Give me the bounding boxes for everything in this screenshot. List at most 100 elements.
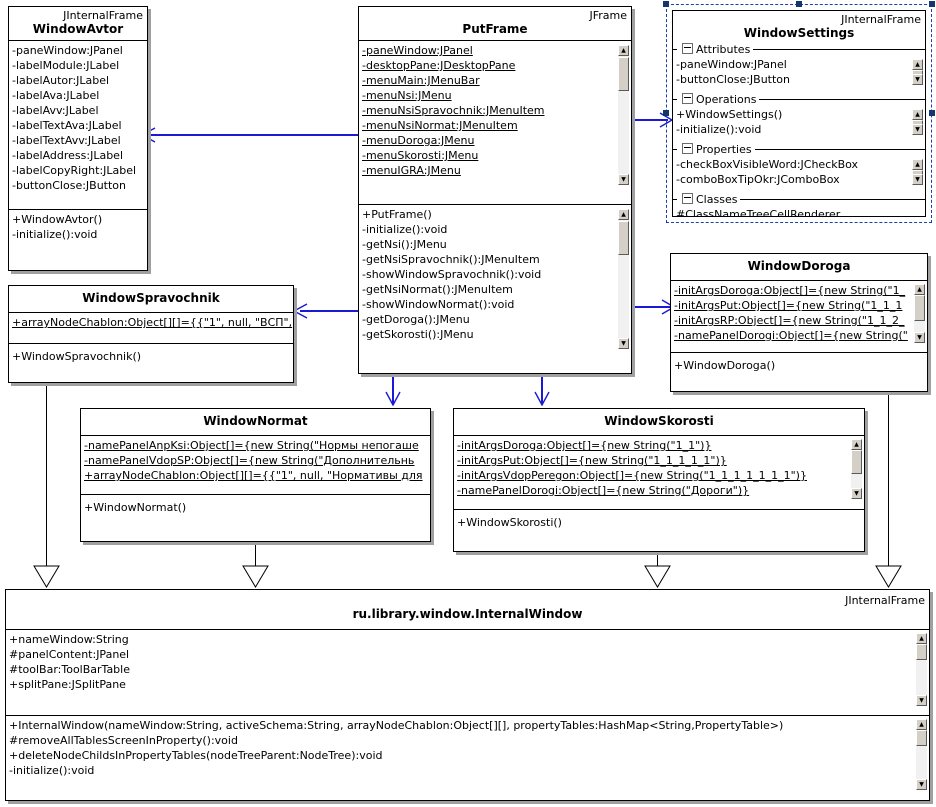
class-header-window-avtor: JInternalFrame WindowAvtor [9, 7, 147, 41]
class-box-window-spravochnik[interactable]: WindowSpravochnik +arrayNodeChablon:Obje… [8, 285, 294, 383]
selection-handle-top-left[interactable] [663, 1, 669, 7]
attribute-row: -menuDoroga:JMenu [362, 134, 475, 147]
scroll-up-icon[interactable]: ▲ [618, 209, 629, 220]
scroll-up-icon[interactable]: ▲ [912, 109, 923, 120]
operation-row: +WindowSettings() [676, 108, 783, 121]
selection-handle-middle-left[interactable] [663, 110, 669, 116]
scrollbar-thumb[interactable] [916, 644, 927, 660]
attributes-scrollbar[interactable]: ▲ ▼ [850, 438, 863, 500]
scroll-down-icon[interactable]: ▼ [618, 174, 629, 185]
operation-row: -getNsiSpravochnik():JMenuItem [362, 253, 540, 266]
scrollbar-track[interactable] [618, 220, 629, 338]
attributes-compartment: -initArgsDoroga:Object[]={new String("1_… [671, 281, 927, 353]
scroll-down-icon[interactable]: ▼ [912, 124, 923, 135]
class-header-window-skorosti: WindowSkorosti [454, 409, 864, 436]
collapse-box-icon[interactable] [682, 143, 693, 154]
scroll-down-icon[interactable]: ▼ [851, 488, 862, 499]
section-header-classes[interactable]: Classes [673, 192, 925, 207]
scroll-up-icon[interactable]: ▲ [912, 159, 923, 170]
collapse-box-icon[interactable] [682, 93, 693, 104]
class-header-window-settings: JInternalFrame WindowSettings [673, 11, 925, 42]
operations-scrollbar[interactable]: ▲ ▼ [915, 718, 928, 791]
class-box-put-frame[interactable]: JFrame PutFrame -paneWindow:JPanel -desk… [358, 6, 632, 374]
class-box-window-skorosti[interactable]: WindowSkorosti -initArgsDoroga:Object[]=… [453, 408, 865, 552]
operation-row: -initialize():void [362, 223, 448, 236]
operations-compartment: +WindowSpravochnik() [9, 344, 293, 367]
scrollbar-track[interactable] [618, 56, 629, 174]
scrollbar-track[interactable] [916, 644, 927, 695]
attributes-scrollbar[interactable]: ▲ ▼ [911, 58, 924, 86]
attributes-scrollbar[interactable]: ▲ ▼ [913, 283, 926, 344]
properties-scrollbar[interactable]: ▲ ▼ [911, 158, 924, 186]
scrollbar-thumb[interactable] [916, 730, 927, 746]
scrollbar-thumb[interactable] [914, 295, 925, 321]
attribute-row: -menuSkorosti:JMenu [362, 149, 479, 162]
scroll-up-icon[interactable]: ▲ [912, 59, 923, 70]
selection-handle-top-right[interactable] [929, 1, 935, 7]
scroll-up-icon[interactable]: ▲ [914, 284, 925, 295]
gen-line-skorosti [657, 553, 658, 566]
attribute-row: -initArgsVdopPeregon:Object[]={new Strin… [457, 469, 807, 482]
section-label: Properties [696, 143, 752, 156]
scroll-down-icon[interactable]: ▼ [914, 332, 925, 343]
section-header-operations[interactable]: Operations [673, 92, 925, 107]
attributes-scrollbar[interactable]: ▲ ▼ [617, 44, 630, 186]
class-box-window-normat[interactable]: WindowNormat -namePanelAnpKsi:Object[]={… [80, 408, 431, 542]
operation-row: +WindowNormat() [84, 501, 187, 514]
attribute-row: -buttonClose:JButton [676, 73, 791, 86]
class-box-window-doroga[interactable]: WindowDoroga -initArgsDoroga:Object[]={n… [670, 253, 928, 392]
collapse-box-icon[interactable] [682, 193, 693, 204]
assoc-putframe-windowsettings [632, 119, 668, 121]
gen-line-normat [255, 543, 256, 566]
scroll-up-icon[interactable]: ▲ [916, 633, 927, 644]
class-stereotype: JFrame [589, 9, 627, 22]
arrowhead-to-spravochnik [292, 303, 308, 319]
attribute-row: -desktopPane:JDesktopPane [362, 59, 516, 72]
class-box-internal-window[interactable]: JInternalFrame ru.library.window.Interna… [5, 589, 930, 801]
scroll-up-icon[interactable]: ▲ [851, 439, 862, 450]
property-row: -checkBoxVisibleWord:JCheckBox [676, 158, 859, 171]
attribute-row: #panelContent:JPanel [9, 648, 130, 661]
scrollbar-track[interactable] [916, 730, 927, 779]
attribute-row: -menuNsiSpravochnik:JMenuItem [362, 104, 545, 117]
attributes-compartment: -paneWindow:JPanel -labelModule:JLabel -… [9, 41, 147, 210]
attribute-row: -buttonClose:JButton [12, 179, 127, 192]
class-box-window-settings[interactable]: JInternalFrame WindowSettings Attributes… [672, 10, 926, 217]
scroll-down-icon[interactable]: ▼ [618, 338, 629, 349]
attribute-row: -labelCopyRight:JLabel [12, 164, 137, 177]
scroll-up-icon[interactable]: ▲ [916, 719, 927, 730]
assoc-putframe-spravochnik-h [300, 310, 360, 312]
attributes-scrollbar[interactable]: ▲ ▼ [915, 632, 928, 707]
scroll-down-icon[interactable]: ▼ [912, 174, 923, 185]
generalization-triangle-skorosti [644, 565, 671, 588]
scroll-up-icon[interactable]: ▲ [618, 45, 629, 56]
section-header-properties[interactable]: Properties [673, 142, 925, 157]
selection-handle-middle-right[interactable] [929, 110, 935, 116]
scrollbar-thumb[interactable] [851, 450, 862, 474]
generalization-triangle-spravochnik [33, 565, 60, 588]
assoc-putframe-doroga [634, 306, 670, 308]
scroll-down-icon[interactable]: ▼ [912, 74, 923, 85]
attribute-row: -namePanelDorogi:Object[]={new String(" [674, 329, 908, 342]
operations-scrollbar[interactable]: ▲ ▼ [911, 108, 924, 136]
selection-handle-top-center[interactable] [796, 1, 802, 7]
attribute-row: -labelAddress:JLabel [12, 149, 124, 162]
scroll-down-icon[interactable]: ▼ [916, 779, 927, 790]
attribute-row: +arrayNodeChablon:Object[][]={{"1", null… [12, 316, 293, 329]
attribute-row: -initArgsPut:Object[]={new String("1_1_1 [674, 299, 903, 312]
scrollbar-thumb[interactable] [618, 221, 629, 255]
class-box-window-avtor[interactable]: JInternalFrame WindowAvtor -paneWindow:J… [8, 6, 148, 271]
class-header-window-normat: WindowNormat [81, 409, 430, 436]
property-row: -comboBoxTipOkr:JComboBox [676, 173, 840, 186]
assoc-putframe-windowavtor [148, 134, 360, 136]
class-name: WindowAvtor [32, 22, 124, 36]
class-stereotype: JInternalFrame [841, 13, 921, 26]
operations-compartment: +WindowAvtor() -initialize():void [9, 210, 147, 245]
section-header-attributes[interactable]: Attributes [673, 42, 925, 57]
collapse-box-icon[interactable] [682, 43, 693, 54]
scroll-down-icon[interactable]: ▼ [916, 695, 927, 706]
attribute-row: -initArgsDoroga:Object[]={new String("1_… [457, 439, 712, 452]
operations-scrollbar[interactable]: ▲ ▼ [617, 208, 630, 350]
scrollbar-thumb[interactable] [618, 57, 629, 91]
